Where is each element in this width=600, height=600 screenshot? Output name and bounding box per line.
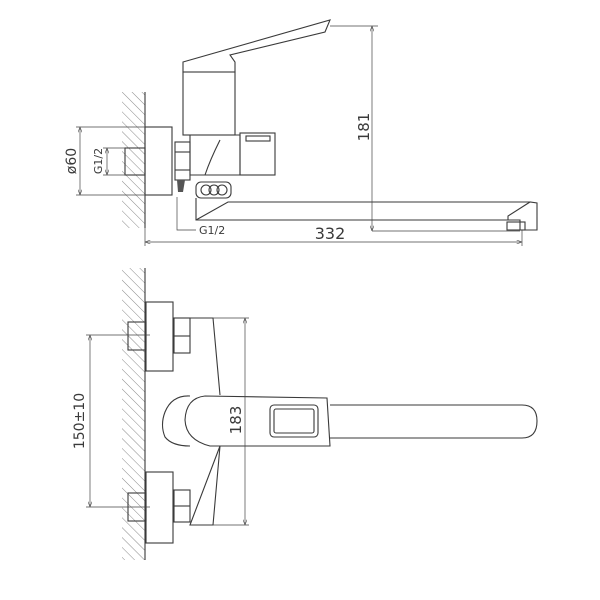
hex-nut — [174, 141, 191, 181]
cartridge-body — [182, 71, 236, 136]
thread-detail — [177, 180, 185, 192]
wall-hatch — [122, 92, 145, 228]
length-dim-label: 332 — [315, 224, 346, 243]
outlet-thread-label: G1/2 — [199, 224, 225, 237]
height-dim-label: 183 — [227, 406, 245, 435]
pipe-thread-label: G1/2 — [92, 148, 105, 174]
lever-arm — [330, 404, 538, 439]
outlet-thread-leader — [176, 197, 196, 231]
inlet-spacing-label: 150±10 — [72, 393, 88, 449]
wall-flange — [144, 126, 173, 196]
handle-hub — [161, 395, 191, 447]
aerator — [506, 221, 526, 231]
side-view: 181 332 ø60 G1/2 G1/2 — [64, 19, 538, 246]
body-plate — [189, 317, 221, 526]
swivel-ring — [195, 181, 232, 199]
handle-window — [269, 404, 319, 438]
mixer-body — [189, 134, 241, 176]
flange-lower — [145, 471, 174, 544]
diverter-button — [239, 132, 276, 176]
height-dim-label: 181 — [355, 113, 373, 142]
lever-handle — [182, 19, 331, 73]
handle-body — [184, 395, 331, 447]
flange-upper — [145, 301, 174, 372]
spout — [195, 198, 538, 231]
flange-diameter-label: ø60 — [64, 148, 80, 174]
wall-hatch — [122, 268, 145, 560]
top-view: 183 150±10 — [72, 268, 538, 560]
